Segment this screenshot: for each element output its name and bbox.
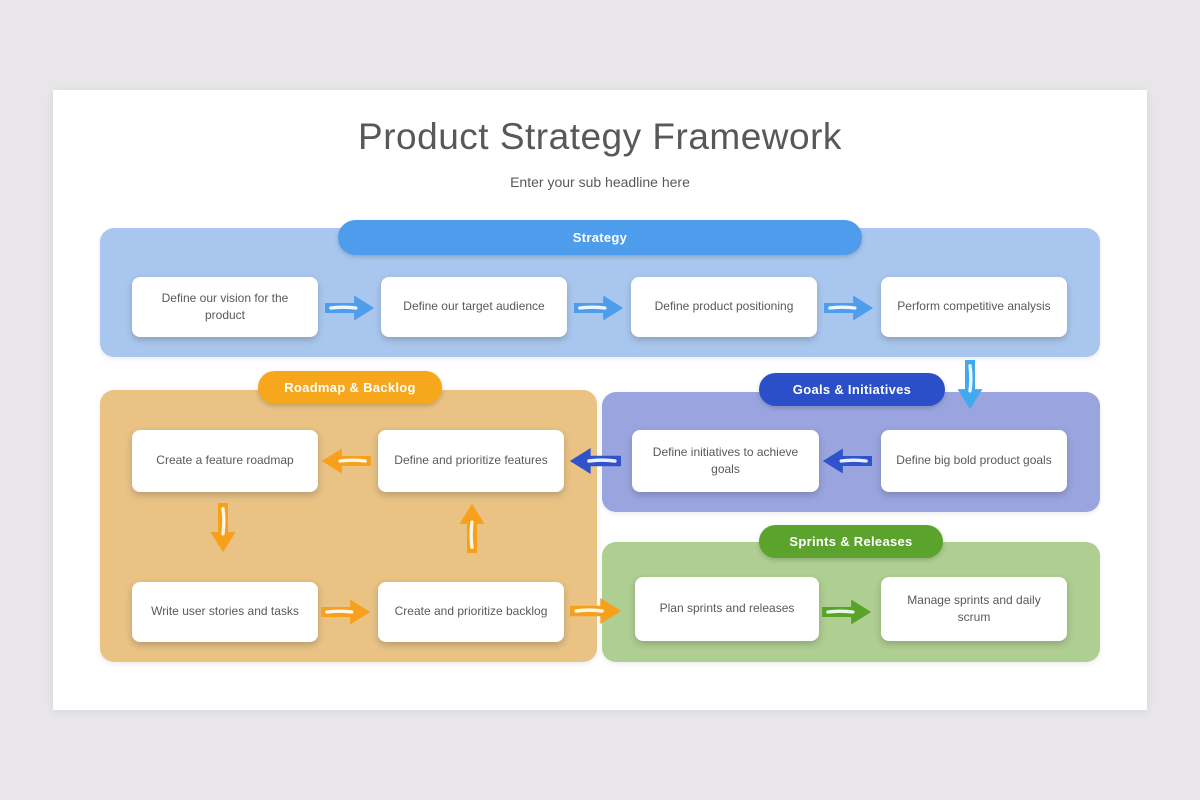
card-big-bold-goals: Define big bold product goals — [881, 430, 1067, 492]
arrow-right-icon — [574, 292, 624, 324]
section-goals-pill: Goals & Initiatives — [759, 373, 945, 406]
arrow-right-icon — [321, 596, 371, 628]
section-roadmap-label: Roadmap & Backlog — [284, 380, 416, 395]
card-target-audience: Define our target audience — [381, 277, 567, 337]
section-roadmap-pill: Roadmap & Backlog — [258, 371, 442, 404]
page-title: Product Strategy Framework — [358, 116, 842, 157]
card-prioritize-backlog: Create and prioritize backlog — [378, 582, 564, 642]
slide-canvas: Product Strategy Framework Enter your su… — [53, 90, 1147, 710]
card-prioritize-features: Define and prioritize features — [378, 430, 564, 492]
section-strategy-label: Strategy — [572, 230, 628, 245]
arrow-left-icon — [569, 445, 621, 477]
card-feature-roadmap: Create a feature roadmap — [132, 430, 318, 492]
card-product-positioning: Define product positioning — [631, 277, 817, 337]
arrow-right-icon — [822, 596, 872, 628]
card-competitive-analysis: Perform competitive analysis — [881, 277, 1067, 337]
card-plan-sprints: Plan sprints and releases — [635, 577, 819, 641]
section-strategy-pill: Strategy — [338, 220, 862, 255]
card-define-initiatives: Define initiatives to achieve goals — [632, 430, 819, 492]
arrow-down-icon — [954, 360, 986, 410]
card-user-stories: Write user stories and tasks — [132, 582, 318, 642]
arrow-right-icon — [570, 595, 622, 627]
section-goals-label: Goals & Initiatives — [792, 382, 912, 397]
arrow-down-icon — [207, 503, 239, 553]
page-subtitle: Enter your sub headline here — [510, 174, 690, 190]
arrow-left-icon — [822, 445, 872, 477]
arrow-right-icon — [325, 292, 375, 324]
arrow-right-icon — [824, 292, 874, 324]
arrow-up-icon — [456, 503, 488, 553]
card-define-vision: Define our vision for the product — [132, 277, 318, 337]
section-sprints-pill: Sprints & Releases — [759, 525, 943, 558]
arrow-left-icon — [321, 445, 371, 477]
section-sprints-label: Sprints & Releases — [789, 534, 913, 549]
card-manage-sprints: Manage sprints and daily scrum — [881, 577, 1067, 641]
